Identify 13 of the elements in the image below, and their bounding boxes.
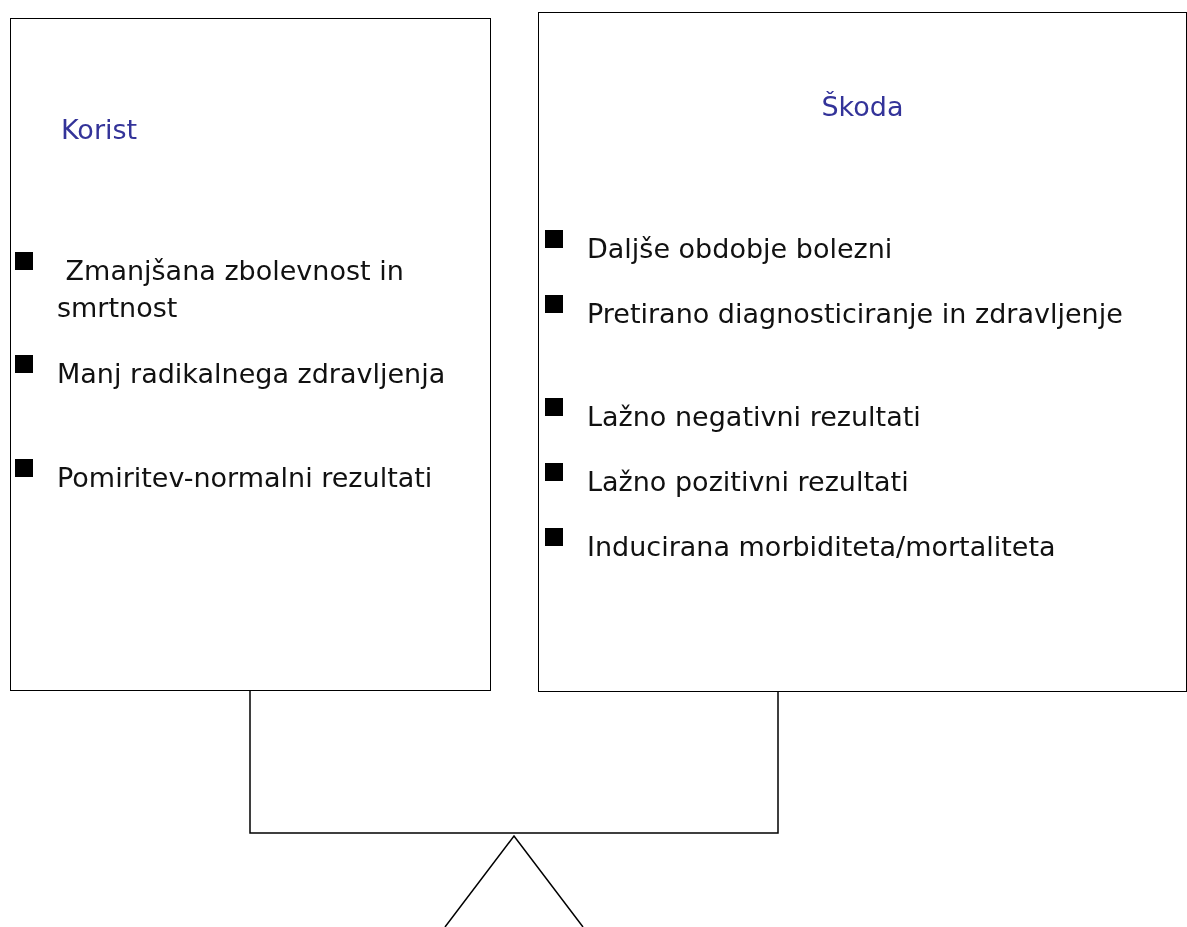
bullet-text: Daljše obdobje bolezni: [587, 232, 894, 266]
bullet-text: Pretirano diagnosticiranje in zdravljenje: [587, 297, 1124, 331]
bullet-text: Zmanjšana zbolevnost in smrtnost: [57, 254, 405, 325]
bullet-text: Lažno negativni rezultati: [587, 400, 922, 434]
text-panel: [538, 12, 1187, 692]
panel-heading: Korist: [61, 114, 138, 145]
bullet-text: Pomiritev-normalni rezultati: [57, 461, 434, 495]
bullet-text: Manj radikalnega zdravljenja: [57, 357, 447, 391]
bullet-text: Lažno pozitivni rezultati: [587, 465, 910, 499]
bullet-text: Inducirana morbiditeta/mortaliteta: [587, 530, 1057, 564]
text-panel: [10, 18, 491, 691]
connector-line: [249, 690, 779, 834]
panel-heading: Škoda: [820, 91, 905, 122]
